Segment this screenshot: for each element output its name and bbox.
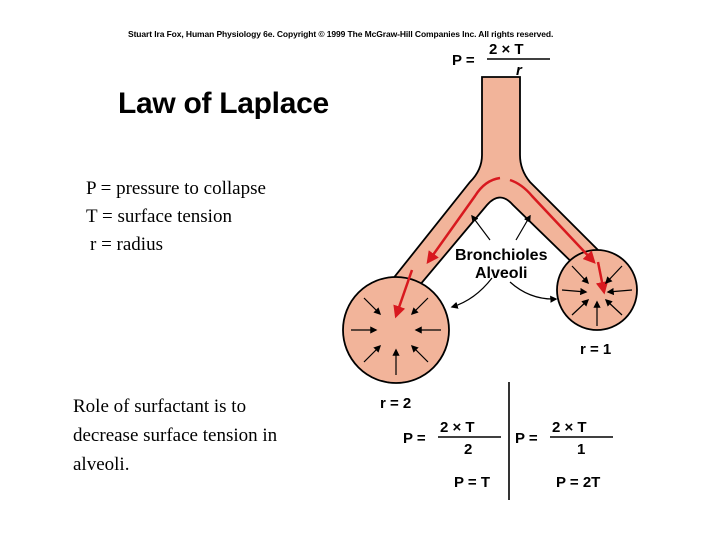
formula-top-denominator: r — [516, 62, 523, 79]
formula-right-lhs: P = — [515, 430, 538, 447]
result-left: P = T — [454, 474, 490, 491]
label-alveoli: Alveoli — [475, 265, 527, 282]
formula-top-numerator: 2 × T — [489, 41, 524, 58]
formula-right-denominator: 1 — [577, 441, 585, 458]
formula-left-denominator: 2 — [464, 441, 472, 458]
formula-small-alveolus: P = 2 × T 1 P = 2T — [515, 419, 613, 491]
formula-large-alveolus: P = 2 × T 2 P = T — [403, 419, 501, 491]
result-right: P = 2T — [556, 474, 600, 491]
formula-top-lhs: P = — [452, 52, 475, 69]
airway-tissue — [343, 77, 637, 383]
formula-left-lhs: P = — [403, 430, 426, 447]
formula-right-numerator: 2 × T — [552, 419, 587, 436]
formula-left-numerator: 2 × T — [440, 419, 475, 436]
label-large-radius: r = 2 — [380, 395, 411, 412]
label-small-radius: r = 1 — [580, 341, 611, 358]
label-bronchioles: Bronchioles — [455, 247, 548, 264]
formula-top: P = 2 × T r — [452, 41, 550, 79]
